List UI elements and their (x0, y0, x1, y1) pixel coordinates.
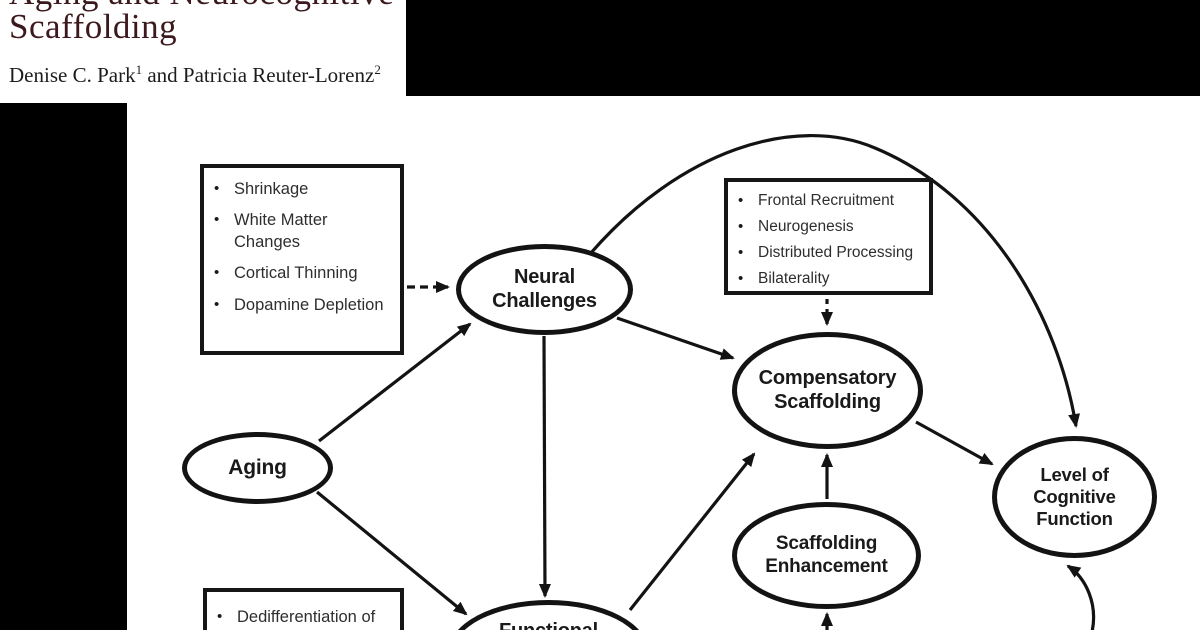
bullet-icon: • (738, 192, 744, 209)
black-bar-left (0, 103, 127, 630)
arc-neuralchallenges-to-cognition (588, 134, 1080, 428)
node-level-of-cognitive-function: Level of Cognitive Function (992, 436, 1157, 558)
bullet-icon: • (214, 295, 220, 313)
arrow-neuralchallenges-to-compscaffolding (616, 316, 735, 360)
bullet-icon: • (214, 180, 220, 197)
article-title-line1-clipped: Aging and Neurocognitive (9, 0, 394, 13)
list-item: •Bilaterality (738, 270, 830, 288)
list-item: •Dopamine Depletion (214, 295, 384, 314)
author-1-affiliation-sup: 1 (135, 62, 143, 77)
article-title-block: Aging and Neurocognitive Scaffolding (0, 0, 400, 100)
arrow-compscaffolding-to-cognition (915, 420, 994, 466)
black-bar-top-right (406, 0, 1200, 96)
author-2-affiliation-sup: 2 (374, 62, 381, 77)
dedifferentiation-box: •Dedifferentiation of (203, 588, 404, 630)
list-item: •Frontal Recruitment (738, 192, 895, 209)
compensation-mechanisms-box: •Frontal Recruitment •Neurogenesis •Dist… (724, 178, 933, 295)
author-1: Denise C. Park (9, 63, 136, 87)
bullet-icon: • (738, 244, 744, 262)
list-item: •Distributed Processing (738, 244, 914, 262)
node-neural-challenges: Neural Challenges (456, 244, 633, 335)
node-scaffolding-enhancement: Scaffolding Enhancement (732, 502, 921, 609)
neural-changes-box: •Shrinkage •White Matter Changes •Cortic… (200, 164, 404, 355)
bullet-icon: • (217, 608, 223, 625)
article-title-line2: Scaffolding (9, 7, 178, 46)
arrow-neuralchallenges-to-functional (538, 335, 551, 598)
list-item: •Dedifferentiation of (217, 608, 376, 626)
list-item: •Shrinkage (214, 180, 309, 198)
arrow-aging-to-neuralchallenges (318, 322, 472, 443)
bullet-icon: • (738, 218, 744, 236)
author-2: Patricia Reuter-Lorenz (182, 63, 375, 87)
bullet-icon: • (214, 264, 220, 282)
arrow-aging-to-functional (315, 490, 468, 616)
bullet-icon: • (214, 211, 220, 229)
bullet-icon: • (738, 270, 744, 288)
author-line: Denise C. Park1 and Patricia Reuter-Lore… (9, 62, 381, 88)
node-compensatory-scaffolding: Compensatory Scaffolding (732, 332, 923, 449)
arrow-bottom-to-cognition (1066, 564, 1096, 630)
node-aging: Aging (182, 432, 333, 504)
list-item: •White Matter Changes (214, 211, 328, 251)
arrow-functional-to-compscaffolding (628, 452, 756, 611)
author-connector: and (142, 63, 183, 87)
list-item: •Neurogenesis (738, 218, 854, 236)
list-item: •Cortical Thinning (214, 264, 358, 283)
